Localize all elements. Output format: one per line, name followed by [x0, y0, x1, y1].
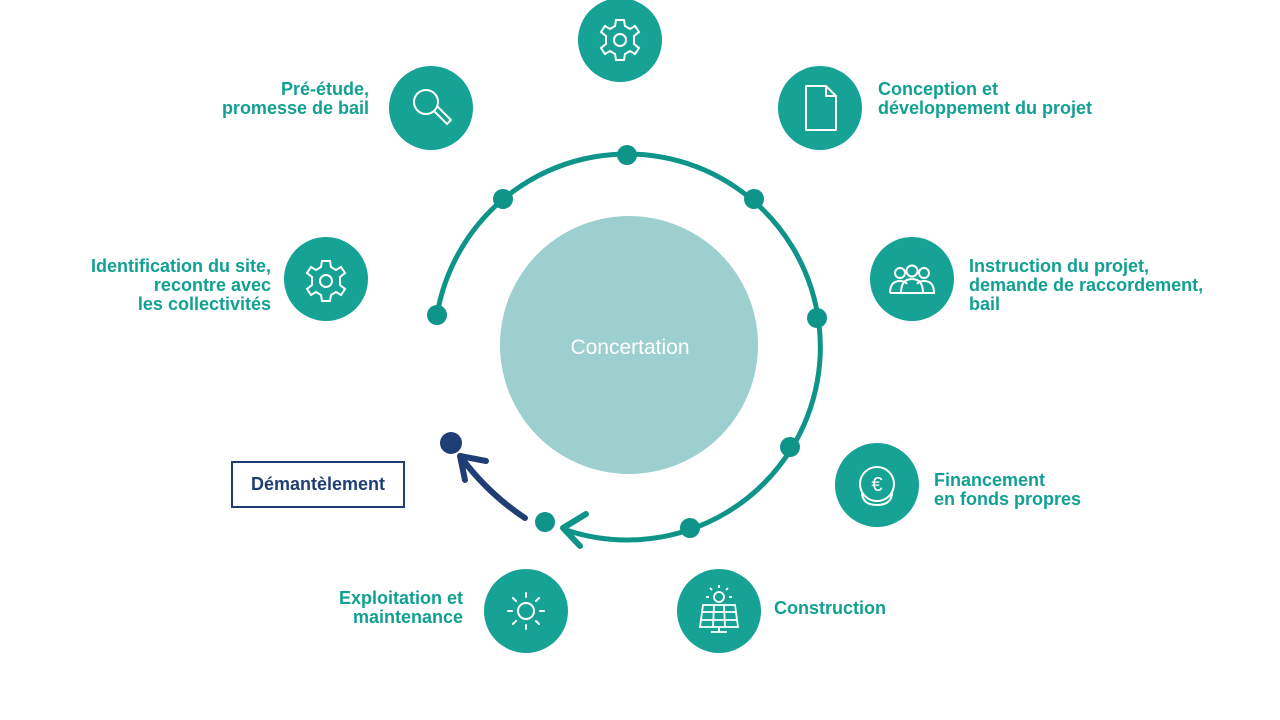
gear-icon [599, 19, 641, 61]
stage-construction [677, 569, 761, 653]
ring-node [617, 145, 637, 165]
people-icon [889, 264, 936, 294]
center-label: Concertation [570, 336, 690, 359]
demantelement-arrowhead [457, 453, 489, 483]
sun-icon [507, 592, 545, 630]
ring-nodes [427, 145, 827, 538]
ring-node [780, 437, 800, 457]
stage-identification [284, 237, 368, 321]
ring-node [493, 189, 513, 209]
stage-exploitation [484, 569, 568, 653]
demantelement-node [440, 432, 462, 454]
center-circle [500, 216, 758, 474]
label-instruction: Instruction du projet,demande de raccord… [969, 256, 1204, 314]
document-icon [805, 85, 837, 131]
cycle-ring [434, 151, 823, 543]
ring-node [807, 308, 827, 328]
stage-financement: € [835, 443, 919, 527]
demantelement-arrow [460, 457, 528, 521]
ring-node [744, 189, 764, 209]
ring-node [535, 512, 555, 532]
stage-top [578, 0, 662, 82]
label-pre-etude: Pré-étude,promesse de bail [221, 79, 369, 118]
demantelement-box: Démantèlement [231, 461, 405, 508]
ring-node [680, 518, 700, 538]
euro-coin-icon: € [859, 466, 895, 507]
demantelement-label: Démantèlement [250, 474, 386, 494]
stage-instruction [870, 237, 954, 321]
stage-pre-etude [389, 66, 473, 150]
ring-node [427, 305, 447, 325]
gear-icon [305, 260, 347, 302]
label-construction: Construction [774, 598, 886, 618]
stage-conception [778, 66, 862, 150]
magnifier-icon [413, 89, 453, 126]
solar-panel-icon [698, 585, 740, 633]
svg-text:€: € [871, 474, 882, 496]
ring-arrowhead [560, 511, 589, 549]
